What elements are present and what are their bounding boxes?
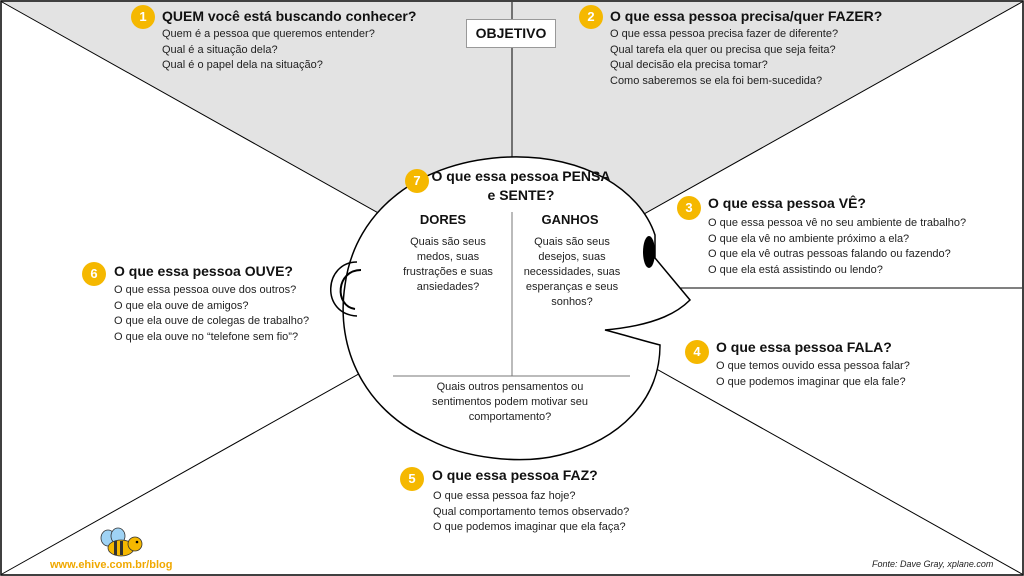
ear-icon bbox=[330, 261, 362, 317]
section-title-do: O que essa pessoa precisa/quer FAZER? bbox=[610, 8, 883, 24]
question-line: Qual comportamento temos observado? bbox=[433, 505, 630, 518]
question-line: Qual é a situação dela? bbox=[162, 43, 278, 56]
section-lines-do: O que essa pessoa precisa fazer de difer… bbox=[610, 27, 838, 89]
dores-text: Quais são seus medos, suas frustrações e… bbox=[390, 235, 506, 295]
bee-logo-icon bbox=[100, 527, 143, 557]
title-line: O que essa pessoa PENSA bbox=[431, 168, 611, 184]
section-number-1: 1 bbox=[131, 5, 155, 29]
question-line: O que essa pessoa faz hoje? bbox=[433, 490, 576, 502]
question-line: O que ela está assistindo ou lendo? bbox=[708, 263, 883, 276]
ganhos-text: Quais são seus desejos, suas necessidade… bbox=[514, 235, 630, 310]
question-line: Qual tarefa ela quer ou precisa que seja… bbox=[610, 43, 836, 56]
question-line: O que ela ouve de colegas de trabalho? bbox=[114, 315, 310, 327]
question-line: O que temos ouvido essa pessoa falar? bbox=[716, 360, 910, 372]
section-title-who: QUEM você está buscando conhecer? bbox=[162, 8, 417, 24]
section-lines-doing: O que essa pessoa faz hoje? Qual comport… bbox=[433, 489, 629, 536]
question-line: O que ela ouve de amigos? bbox=[114, 299, 249, 312]
section-title-hear: O que essa pessoa OUVE? bbox=[114, 263, 293, 279]
question-line: O que podemos imaginar que ela fale? bbox=[716, 375, 906, 388]
section-number-2: 2 bbox=[579, 5, 603, 29]
footer-source: Fonte: Dave Gray, xplane.com bbox=[872, 559, 994, 569]
section-number-3: 3 bbox=[677, 196, 701, 220]
text-line: Quais outros pensamentos ou bbox=[436, 381, 584, 393]
section-lines-who: Quem é a pessoa que queremos entender? Q… bbox=[162, 27, 375, 74]
question-line: Qual decisão ela precisa tomar? bbox=[610, 59, 768, 71]
text-line: esperanças e seus bbox=[525, 281, 619, 293]
question-line: O que essa pessoa ouve dos outros? bbox=[114, 284, 297, 296]
question-line: O que ela vê no ambiente próximo a ela? bbox=[708, 232, 910, 245]
text-line: frustrações e suas bbox=[403, 266, 493, 278]
question-line: O que ela vê outras pessoas falando ou f… bbox=[708, 248, 951, 260]
section-number-5: 5 bbox=[400, 467, 424, 491]
section-number-6: 6 bbox=[82, 262, 106, 286]
footer-link[interactable]: www.ehive.com.br/blog bbox=[50, 559, 173, 571]
section-title-say: O que essa pessoa FALA? bbox=[716, 339, 892, 355]
section-title-think-feel: O que essa pessoa PENSA e SENTE? bbox=[430, 167, 612, 205]
eye-icon bbox=[643, 236, 655, 268]
objective-label: OBJETIVO bbox=[466, 19, 556, 48]
section-number-4: 4 bbox=[685, 340, 709, 364]
text-line: desejos, suas bbox=[538, 251, 606, 263]
section-number-7: 7 bbox=[405, 169, 429, 193]
question-line: O que podemos imaginar que ela faça? bbox=[433, 521, 626, 533]
question-line: O que essa pessoa vê no seu ambiente de … bbox=[708, 217, 967, 229]
other-feelings-text: Quais outros pensamentos ou sentimentos … bbox=[410, 380, 610, 425]
question-line: Como saberemos se ela foi bem-sucedida? bbox=[610, 74, 823, 87]
section-lines-see: O que essa pessoa vê no seu ambiente de … bbox=[708, 216, 966, 278]
title-line: e SENTE? bbox=[487, 187, 555, 203]
section-title-doing: O que essa pessoa FAZ? bbox=[432, 467, 598, 483]
text-line: Quais são seus bbox=[534, 236, 610, 248]
question-line: Qual é o papel dela na situação? bbox=[162, 59, 323, 71]
text-line: ansiedades? bbox=[416, 281, 480, 293]
section-lines-say: O que temos ouvido essa pessoa falar? O … bbox=[716, 359, 910, 390]
question-line: O que ela ouve no “telefone sem fio”? bbox=[114, 330, 299, 343]
section-title-see: O que essa pessoa VÊ? bbox=[708, 195, 866, 211]
text-line: sentimentos podem motivar seu bbox=[432, 396, 588, 408]
head-outline bbox=[342, 156, 692, 461]
dores-label: DORES bbox=[419, 212, 467, 227]
text-line: sonhos? bbox=[551, 296, 593, 308]
text-line: medos, suas bbox=[416, 251, 480, 263]
question-line: O que essa pessoa precisa fazer de difer… bbox=[610, 28, 839, 40]
ganhos-label: GANHOS bbox=[541, 212, 599, 227]
text-line: comportamento? bbox=[468, 411, 552, 423]
text-line: necessidades, suas bbox=[523, 266, 621, 278]
section-lines-hear: O que essa pessoa ouve dos outros? O que… bbox=[114, 283, 309, 345]
text-line: Quais são seus bbox=[410, 236, 486, 248]
question-line: Quem é a pessoa que queremos entender? bbox=[162, 28, 375, 40]
